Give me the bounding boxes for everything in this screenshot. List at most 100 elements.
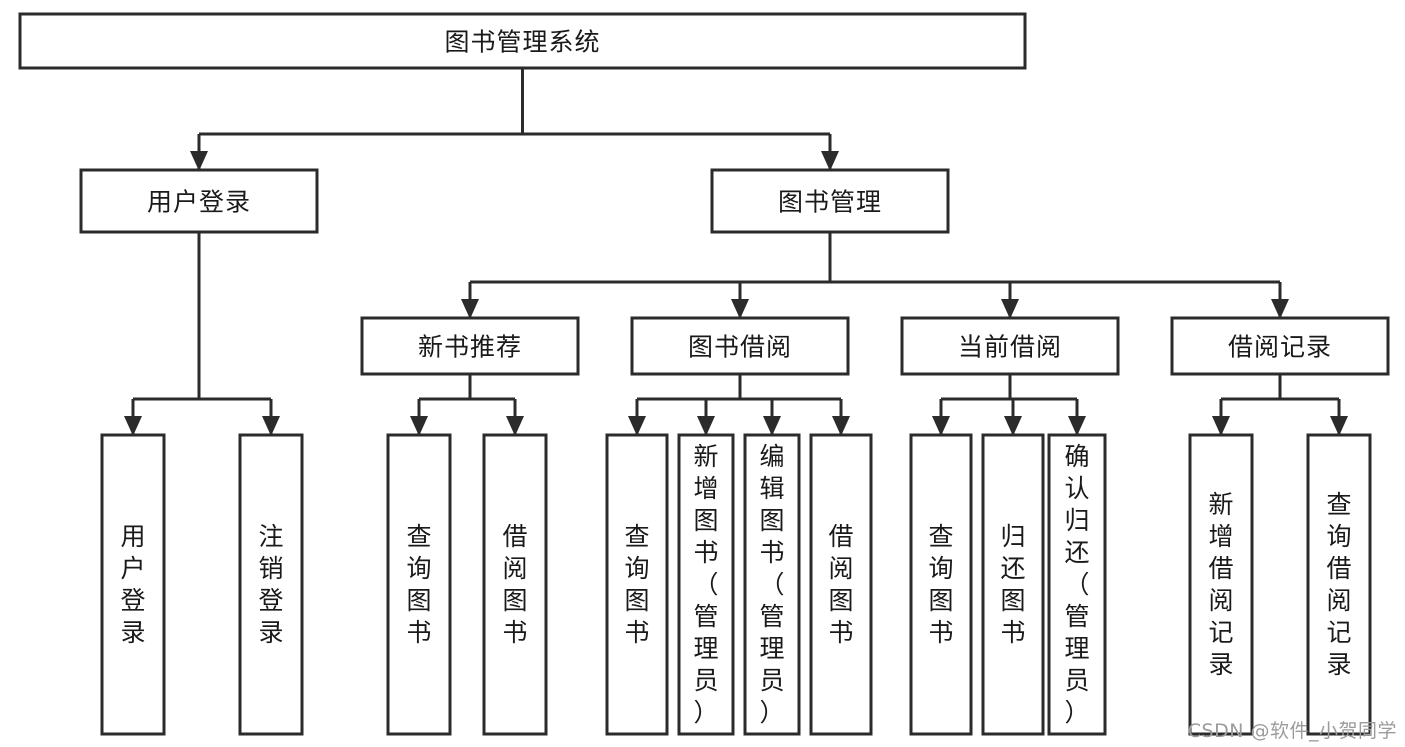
arrowhead-icon bbox=[731, 299, 749, 319]
node-current-borrow[interactable]: 当前借阅 bbox=[900, 316, 1120, 376]
node-user-login[interactable]: 用户登录 bbox=[79, 168, 319, 234]
svg-text:借: 借 bbox=[502, 522, 527, 551]
arrowhead-icon bbox=[832, 416, 850, 436]
node-label-root: 图书管理系统 bbox=[444, 28, 600, 57]
arrowhead-icon bbox=[410, 416, 428, 436]
connector-group-root bbox=[190, 68, 839, 171]
svg-text:辑: 辑 bbox=[759, 474, 784, 503]
svg-text:新: 新 bbox=[693, 442, 718, 471]
connector-layer bbox=[124, 68, 1348, 436]
arrowhead-icon bbox=[461, 299, 479, 319]
node-book-manage[interactable]: 图书管理 bbox=[710, 168, 950, 234]
svg-text:增: 增 bbox=[693, 474, 718, 503]
node-book-borrow[interactable]: 图书借阅 bbox=[630, 316, 850, 376]
svg-text:图: 图 bbox=[406, 586, 431, 615]
node-label-leaf-user-login: 用户登录 bbox=[120, 522, 145, 647]
connector-group-borrow-record bbox=[1212, 374, 1348, 436]
svg-text:查: 查 bbox=[1326, 490, 1351, 519]
svg-text:查: 查 bbox=[406, 522, 431, 551]
arrowhead-icon bbox=[506, 416, 524, 436]
node-label-book-borrow: 图书借阅 bbox=[688, 333, 792, 362]
svg-text:新: 新 bbox=[1208, 490, 1233, 519]
node-label-current-borrow: 当前借阅 bbox=[958, 333, 1062, 362]
svg-text:员: 员 bbox=[1064, 666, 1089, 695]
node-box-leaf-logout bbox=[238, 433, 304, 736]
svg-text:阅: 阅 bbox=[828, 554, 853, 583]
svg-text:书: 书 bbox=[624, 618, 649, 647]
svg-text:归: 归 bbox=[1064, 506, 1089, 535]
svg-text:阅: 阅 bbox=[1208, 586, 1233, 615]
svg-text:）: ） bbox=[1064, 698, 1089, 727]
arrowhead-icon bbox=[1330, 416, 1348, 436]
svg-text:）: ） bbox=[759, 698, 784, 727]
svg-text:借: 借 bbox=[828, 522, 853, 551]
node-box-leaf-borrow-book-2 bbox=[809, 433, 873, 736]
svg-text:图: 图 bbox=[502, 586, 527, 615]
svg-text:）: ） bbox=[693, 698, 718, 727]
svg-text:户: 户 bbox=[120, 554, 145, 583]
node-box-root bbox=[18, 12, 1027, 70]
svg-text:登: 登 bbox=[258, 586, 283, 615]
svg-text:书: 书 bbox=[1000, 618, 1025, 647]
svg-text:注: 注 bbox=[258, 522, 283, 551]
svg-text:增: 增 bbox=[1208, 522, 1233, 551]
connector-group-current-borrow bbox=[932, 374, 1086, 436]
node-box-leaf-query-book-1 bbox=[386, 433, 452, 736]
connector-group-new-book-recommend bbox=[410, 374, 524, 436]
node-box-leaf-user-login bbox=[100, 433, 166, 736]
node-root[interactable]: 图书管理系统 bbox=[18, 12, 1027, 70]
svg-text:询: 询 bbox=[928, 554, 953, 583]
svg-text:书: 书 bbox=[928, 618, 953, 647]
svg-text:录: 录 bbox=[1208, 650, 1233, 679]
node-box-leaf-edit-book bbox=[743, 433, 801, 736]
arrowhead-icon bbox=[821, 151, 839, 171]
node-box-leaf-query-book-3 bbox=[909, 433, 973, 736]
svg-text:查: 查 bbox=[624, 522, 649, 551]
arrowhead-icon bbox=[1068, 416, 1086, 436]
node-box-leaf-add-book bbox=[677, 433, 735, 736]
node-box-leaf-return-book bbox=[981, 433, 1045, 736]
svg-text:图: 图 bbox=[1000, 586, 1025, 615]
svg-text:图: 图 bbox=[624, 586, 649, 615]
svg-text:查: 查 bbox=[928, 522, 953, 551]
node-leaf-user-login[interactable]: 用户登录 bbox=[100, 433, 166, 736]
node-box-book-borrow bbox=[630, 316, 850, 376]
svg-text:录: 录 bbox=[1326, 650, 1351, 679]
svg-text:管: 管 bbox=[693, 602, 718, 631]
node-new-book-recommend[interactable]: 新书推荐 bbox=[360, 316, 580, 376]
svg-text:员: 员 bbox=[693, 666, 718, 695]
svg-text:询: 询 bbox=[1326, 522, 1351, 551]
svg-text:图: 图 bbox=[693, 506, 718, 535]
node-label-borrow-record: 借阅记录 bbox=[1228, 333, 1332, 362]
arrowhead-icon bbox=[932, 416, 950, 436]
svg-text:销: 销 bbox=[258, 554, 283, 583]
svg-text:归: 归 bbox=[1000, 522, 1025, 551]
svg-text:（: （ bbox=[759, 570, 784, 599]
svg-text:图: 图 bbox=[759, 506, 784, 535]
node-borrow-record[interactable]: 借阅记录 bbox=[1170, 316, 1390, 376]
svg-text:书: 书 bbox=[502, 618, 527, 647]
node-box-new-book-recommend bbox=[360, 316, 580, 376]
svg-text:记: 记 bbox=[1208, 618, 1233, 647]
arrowhead-icon bbox=[262, 416, 280, 436]
